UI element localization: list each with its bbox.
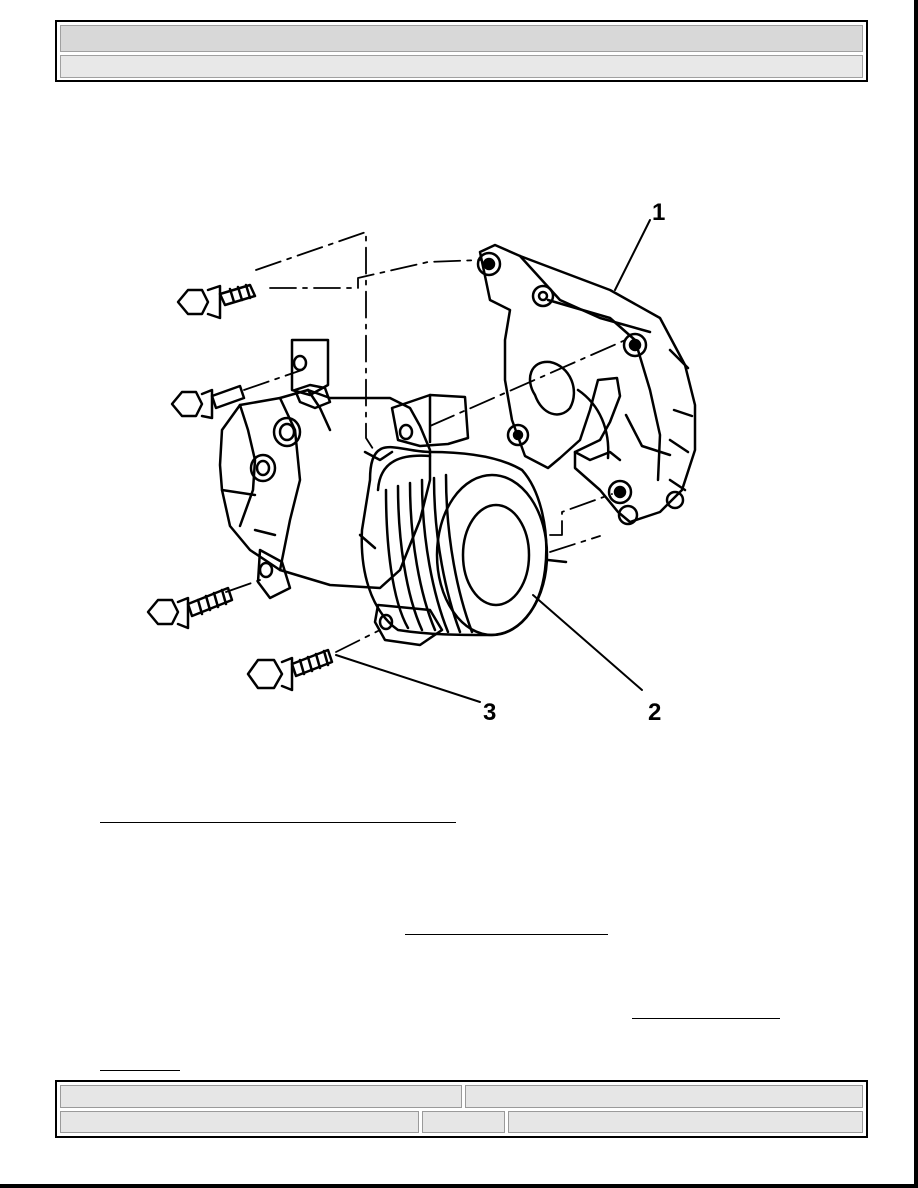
leader-3: [335, 654, 481, 703]
compressor-pulley: [360, 445, 568, 637]
compressor-bracket-illustration: 1 2 3: [130, 190, 720, 730]
bolt-middle: [170, 384, 246, 420]
ac-compressor: [218, 338, 470, 647]
header-title: [60, 25, 863, 52]
footer-bottom-left: [60, 1111, 419, 1133]
leader-2: [532, 594, 643, 691]
footer-top-left: [60, 1085, 462, 1108]
mounting-bolts: [146, 283, 334, 692]
bolt-lower-right: [246, 648, 334, 692]
callout-leaders: [335, 219, 651, 703]
callout-1: 1: [652, 199, 665, 226]
callout-3: 3: [483, 699, 496, 726]
link-1[interactable]: [100, 808, 456, 823]
leader-1: [614, 219, 651, 291]
footer-bottom-middle: [422, 1111, 505, 1133]
footer-bottom-right: [508, 1111, 863, 1133]
callout-2: 2: [648, 699, 661, 726]
link-3a[interactable]: [632, 1004, 780, 1019]
footer-table: [55, 1080, 868, 1138]
bolt-lower-left: [146, 586, 234, 630]
link-3b[interactable]: [100, 1056, 180, 1071]
mounting-bracket: [476, 243, 697, 526]
bolt-upper: [176, 283, 257, 320]
header-table: [55, 20, 868, 82]
footer-top-right: [465, 1085, 863, 1108]
alignment-lines: [225, 231, 631, 653]
link-2[interactable]: [405, 920, 608, 935]
header-subtitle: [60, 55, 863, 78]
